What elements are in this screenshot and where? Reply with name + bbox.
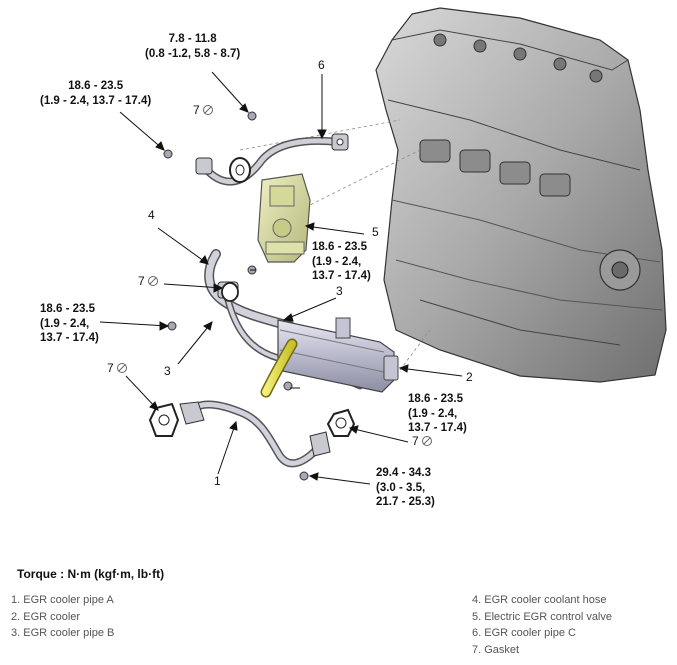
torque-spec-pipe-c-top: 7.8 - 11.8 (0.8 -1.2, 5.8 - 8.7) [145, 32, 240, 61]
torque-value: 18.6 - 23.5 [312, 241, 367, 253]
torque-spec-pipe-a-bottom: 29.4 - 34.3 (3.0 - 3.5, 21.7 - 25.3) [376, 466, 435, 510]
callout-number: 7 [138, 274, 145, 288]
bolt-pipe-b [167, 321, 177, 331]
legend-item: 6. EGR cooler pipe C [472, 627, 576, 639]
callout-6: 6 [318, 58, 325, 72]
egr-cooler-pipe-a [179, 400, 331, 468]
parts-legend-left: 1. EGR cooler pipe A 2. EGR cooler 3. EG… [11, 592, 114, 642]
gasket-top [229, 157, 251, 183]
callout-2: 2 [466, 370, 473, 384]
torque-value-imperial: (1.9 - 2.4, [40, 317, 90, 330]
parts-legend-right: 4. EGR cooler coolant hose 5. Electric E… [472, 592, 612, 658]
callout-5: 5 [372, 225, 379, 239]
legend-item: 1. EGR cooler pipe A [11, 594, 114, 606]
gasket-right [326, 408, 356, 437]
torque-spec-pipe-c-left: 18.6 - 23.5 (1.9 - 2.4, 13.7 - 17.4) [40, 79, 151, 108]
egr-cooler-coolant-hose [204, 249, 295, 331]
no-reuse-icon [202, 105, 213, 115]
callout-number: 7 [107, 361, 114, 375]
torque-unit-note: Torque : N·m (kgf·m, lb·ft) [17, 567, 165, 581]
torque-value: 29.4 - 34.3 [376, 467, 431, 479]
bolt-pipe-c-top [247, 111, 257, 121]
torque-value: 18.6 - 23.5 [40, 303, 95, 315]
torque-value: 18.6 - 23.5 [408, 393, 463, 405]
egr-cooler [277, 317, 399, 393]
torque-value-imperial: 13.7 - 17.4) [40, 332, 99, 344]
torque-value-imperial: 13.7 - 17.4) [408, 422, 467, 434]
torque-value: 7.8 - 11.8 [168, 33, 217, 45]
leader-lines [99, 71, 463, 485]
bolt-cooler [283, 381, 293, 391]
torque-value-imperial: (3.0 - 3.5, [376, 481, 426, 494]
gasket-mid [221, 282, 239, 302]
callout-1: 1 [214, 474, 221, 488]
torque-spec-cooler-right: 18.6 - 23.5 (1.9 - 2.4, 13.7 - 17.4) [408, 392, 467, 436]
legend-item: 3. EGR cooler pipe B [11, 627, 115, 639]
callout-7-right: 7 [412, 434, 432, 448]
callout-7-left: 7 [107, 361, 127, 375]
torque-spec-pipe-b-left: 18.6 - 23.5 (1.9 - 2.4, 13.7 - 17.4) [40, 302, 99, 346]
torque-value-imperial: 13.7 - 17.4) [312, 270, 371, 282]
callout-7-mid: 7 [138, 274, 158, 288]
torque-spec-control-valve: 18.6 - 23.5 (1.9 - 2.4, 13.7 - 17.4) [312, 240, 371, 284]
egr-cooler-pipe-c [195, 133, 349, 186]
coolant-hose-yellow [260, 338, 298, 398]
callout-4: 4 [148, 208, 155, 222]
legend-item: 7. Gasket [472, 643, 520, 656]
torque-value-imperial: (1.9 - 2.4, [408, 407, 458, 420]
torque-value-imperial: (1.9 - 2.4, [312, 255, 362, 268]
exploded-view-illustration [99, 7, 667, 485]
electric-egr-control-valve [257, 173, 311, 263]
bolt-pipe-c-left [163, 149, 173, 159]
callout-number: 7 [193, 103, 200, 117]
torque-value-imperial: (1.9 - 2.4, 13.7 - 17.4) [40, 94, 152, 107]
no-reuse-icon [116, 363, 127, 373]
torque-value: 18.6 - 23.5 [68, 80, 124, 92]
engine-block [375, 7, 667, 383]
legend-item: 2. EGR cooler [11, 610, 81, 623]
no-reuse-icon [147, 276, 158, 286]
legend-item: 4. EGR cooler coolant hose [472, 594, 607, 606]
callout-3-left: 3 [164, 364, 171, 378]
callout-7-top: 7 [193, 103, 213, 117]
bolt-pipe-a [299, 471, 309, 481]
gasket-left [148, 402, 180, 437]
callout-number: 7 [412, 434, 419, 448]
torque-value-imperial: 21.7 - 25.3) [376, 496, 435, 508]
legend-item: 5. Electric EGR control valve [472, 610, 612, 623]
engine-assembly [375, 7, 667, 383]
torque-value-imperial: (0.8 -1.2, 5.8 - 8.7) [145, 47, 241, 60]
callout-3-right: 3 [336, 284, 343, 298]
alignment-lines [239, 119, 431, 371]
no-reuse-icon [421, 436, 432, 446]
